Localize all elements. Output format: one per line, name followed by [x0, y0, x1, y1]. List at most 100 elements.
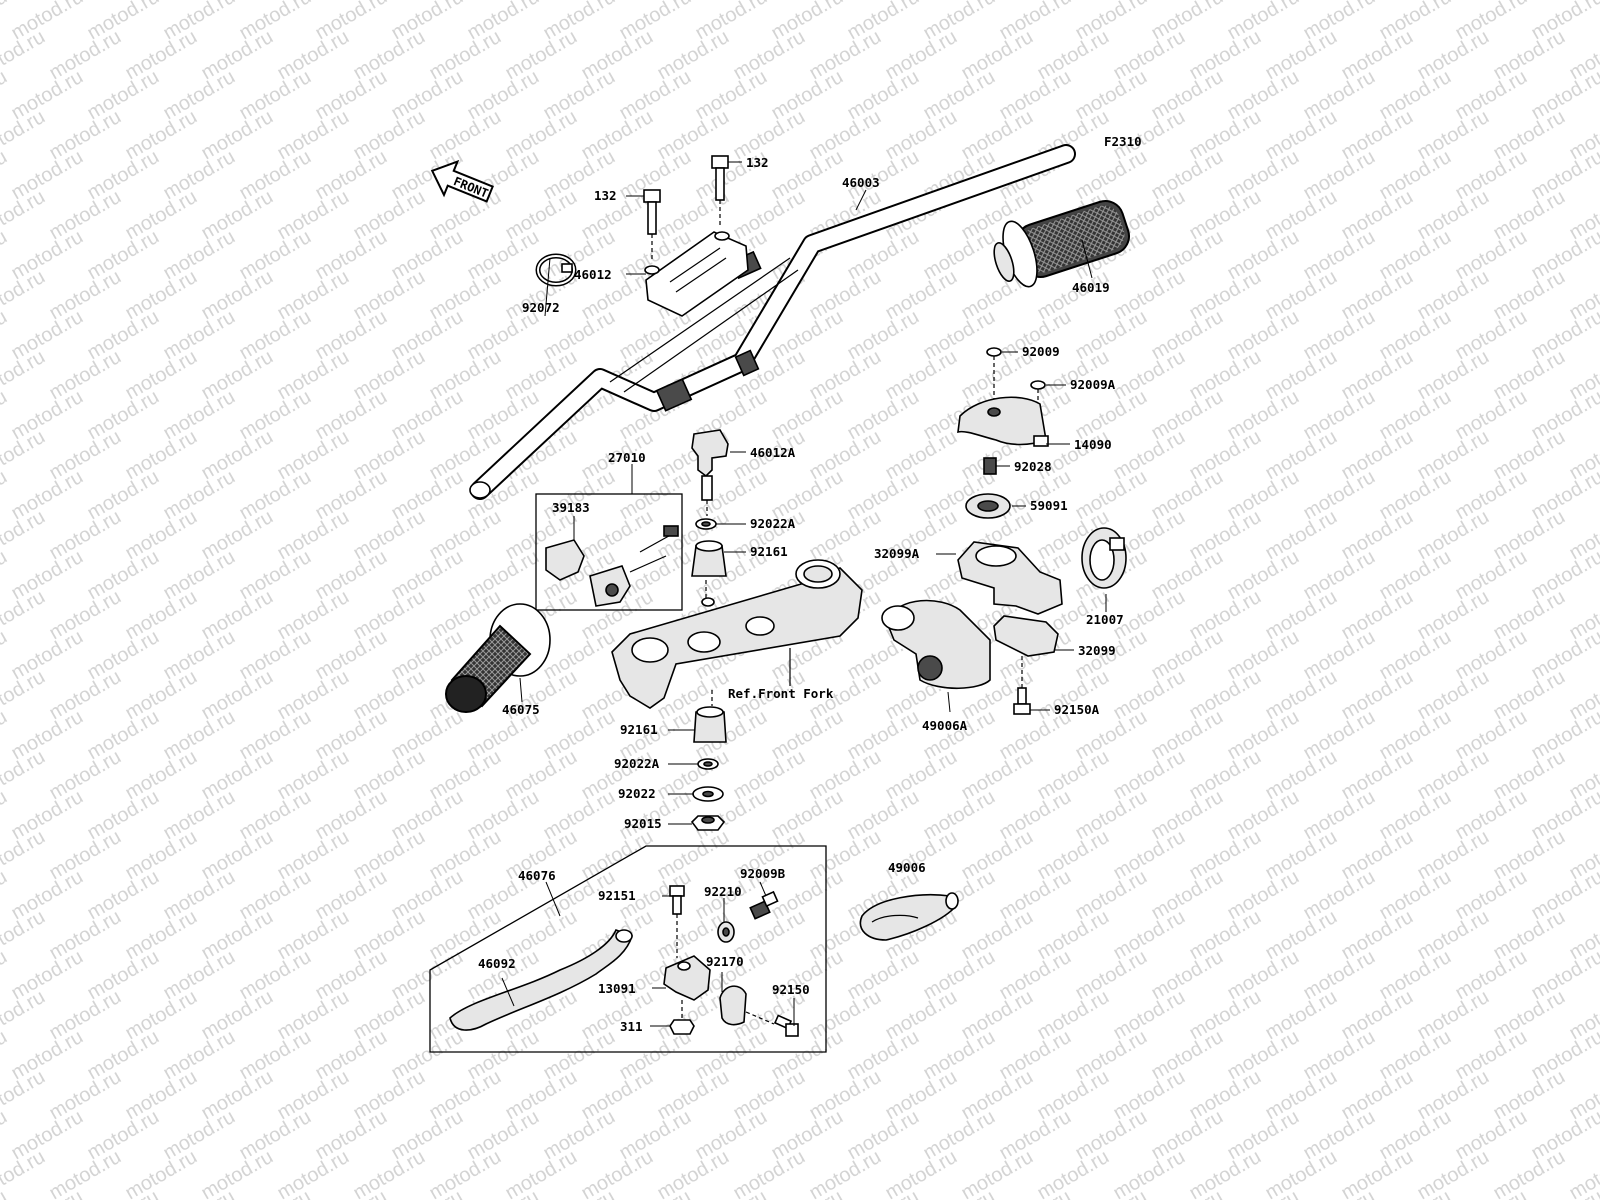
watermark-text: motod.ru	[0, 346, 49, 405]
watermark-text: motod.ru	[1262, 1146, 1341, 1200]
watermark-text: motod.ru	[1528, 306, 1600, 365]
watermark-text: motod.ru	[1528, 786, 1600, 845]
watermark-text: motod.ru	[730, 1146, 809, 1200]
watermark-text: motod.ru	[654, 1146, 733, 1200]
right-grip	[993, 200, 1130, 288]
label-32099A: 32099A	[874, 546, 920, 561]
label-92022A-upper: 92022A	[750, 516, 796, 531]
watermark-text: motod.ru	[1528, 146, 1600, 205]
watermark-text: motod.ru	[0, 266, 49, 325]
watermark-text: motod.ru	[350, 1146, 429, 1200]
label-311: 311	[620, 1019, 643, 1034]
leader-lines	[501, 161, 1107, 1027]
lever-assembly-box-46076	[429, 845, 827, 1053]
label-46012: 46012	[574, 267, 612, 282]
watermark-text: motod.ru	[1528, 706, 1600, 765]
nut-311	[669, 1019, 695, 1035]
watermark-text: motod.ru	[1528, 946, 1600, 1005]
watermark-text: motod.ru	[958, 1146, 1037, 1200]
watermark-text: motod.ru	[1528, 466, 1600, 525]
watermark-text: motod.ru	[198, 1146, 277, 1200]
watermark-text: motod.ru	[882, 1146, 961, 1200]
watermark-text: motod.ru	[0, 306, 11, 365]
watermark-text: motod.ru	[0, 386, 11, 445]
label-92015: 92015	[624, 816, 662, 831]
watermark-text: motod.ru	[0, 546, 11, 605]
label-92150: 92150	[772, 982, 810, 997]
label-92170: 92170	[706, 954, 744, 969]
reference-note: Ref.Front Fork	[728, 686, 834, 701]
bolt-92150A	[1013, 656, 1031, 715]
watermark-text: motod.ru	[0, 866, 11, 925]
watermark-text: motod.ru	[1338, 1146, 1417, 1200]
switch-assembly-box-27010	[535, 493, 683, 611]
label-13091: 13091	[598, 981, 636, 996]
grommet-59091	[965, 493, 1011, 519]
watermark-text: motod.ru	[0, 1146, 49, 1200]
watermark-text: motod.ru	[0, 586, 49, 645]
lever-holder-13091	[663, 955, 711, 1018]
watermark-text: motod.ru	[0, 1066, 49, 1125]
cable-holder-21007	[1081, 527, 1127, 589]
watermark-text: motod.ru	[0, 226, 11, 285]
label-92009: 92009	[1022, 344, 1060, 359]
label-21007: 21007	[1086, 612, 1124, 627]
washer-92022A-upper	[695, 518, 717, 530]
ring-92072	[535, 253, 577, 287]
label-49006A: 49006A	[922, 718, 968, 733]
watermark-text: motod.ru	[1528, 226, 1600, 285]
label-92022A-lower: 92022A	[614, 756, 660, 771]
lever-46092	[449, 928, 633, 1031]
watermark-text: motod.ru	[0, 666, 49, 725]
label-92072: 92072	[522, 300, 560, 315]
label-46075: 46075	[502, 702, 540, 717]
label-49006: 49006	[888, 860, 926, 875]
label-14090: 14090	[1074, 437, 1112, 452]
watermark-text: motod.ru	[1528, 866, 1600, 925]
watermark-text: motod.ru	[0, 186, 49, 245]
switch-39183	[545, 525, 679, 607]
watermark-text: motod.ru	[0, 826, 49, 885]
label-92151: 92151	[598, 888, 636, 903]
label-46003: 46003	[842, 175, 880, 190]
watermark-text: motod.ru	[274, 1146, 353, 1200]
bolt-132-right	[711, 155, 729, 228]
throttle-cover-14090	[957, 396, 1049, 447]
label-92150A: 92150A	[1054, 702, 1100, 717]
screw-92009	[986, 347, 1002, 400]
figure-code: F2310	[1104, 134, 1142, 149]
watermark-text: motod.ru	[0, 706, 11, 765]
label-92161-lower: 92161	[620, 722, 658, 737]
watermark-text: motod.ru	[1490, 1146, 1569, 1200]
lower-holder-46012A	[691, 429, 729, 516]
watermark-text: motod.ru	[0, 906, 49, 965]
throttle-case-32099A	[957, 541, 1063, 615]
upper-handlebar-holder	[644, 231, 749, 317]
label-46019: 46019	[1072, 280, 1110, 295]
damper-92161-upper	[691, 540, 727, 577]
watermark-text: motod.ru	[426, 1146, 505, 1200]
washer-92022	[692, 786, 724, 802]
watermark-text: motod.ru	[1110, 1146, 1189, 1200]
triple-clamp	[611, 559, 863, 709]
watermark-text: motod.ru	[0, 66, 11, 125]
label-46076: 46076	[518, 868, 556, 883]
watermark-text: motod.ru	[0, 1026, 11, 1085]
part-labels: 132 132 46003 46012 46019 92072 92009 92…	[478, 155, 1124, 1034]
screw-92009A	[1030, 380, 1046, 430]
watermark-text: motod.ru	[806, 1146, 885, 1200]
watermark-text: motod.ru	[0, 146, 11, 205]
label-92210: 92210	[704, 884, 742, 899]
throttle-grip-49006A	[881, 599, 991, 690]
washer-92022A-lower	[697, 758, 719, 770]
watermark-text: motod.ru	[1528, 546, 1600, 605]
handlebar	[469, 144, 1076, 500]
watermark-text: motod.ru	[0, 0, 11, 44]
nut-92015	[690, 815, 726, 831]
watermark-text: motod.ru	[0, 1106, 11, 1165]
label-32099: 32099	[1078, 643, 1116, 658]
label-132-left: 132	[594, 188, 617, 203]
label-39183: 39183	[552, 500, 590, 515]
bolt-132-left	[643, 189, 661, 262]
